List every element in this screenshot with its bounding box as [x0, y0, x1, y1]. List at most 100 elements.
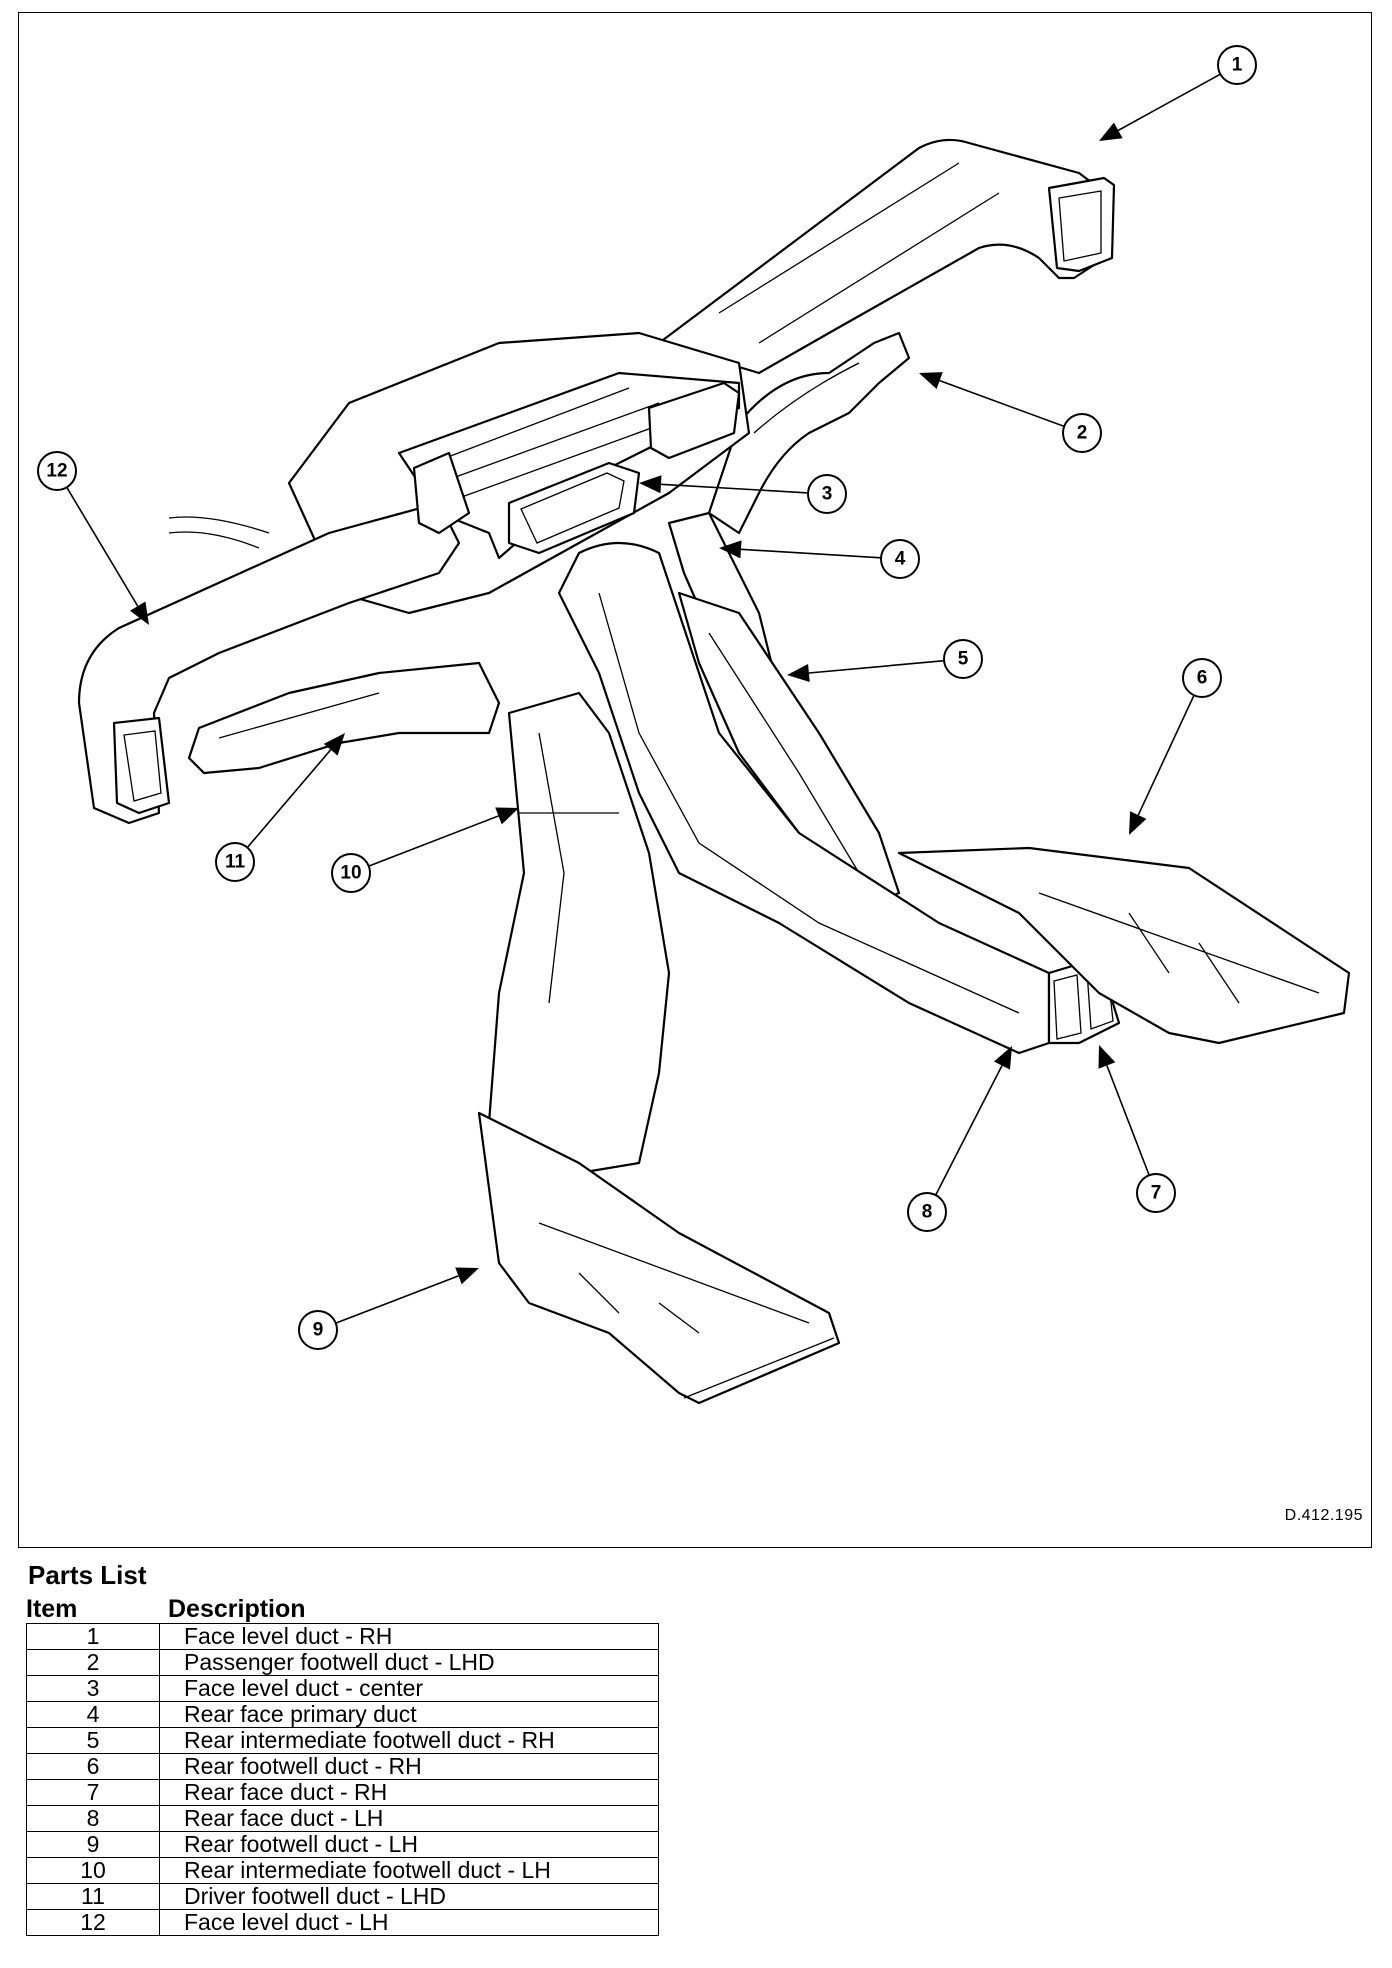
column-header-item: Item — [26, 1595, 78, 1623]
item-description: Rear intermediate footwell duct - RH — [159, 1727, 659, 1754]
item-description: Rear intermediate footwell duct - LH — [159, 1857, 659, 1884]
callout-label-8: 8 — [922, 1202, 933, 1223]
callout-circle-10 — [331, 853, 371, 893]
leader-line-1 — [1117, 73, 1221, 132]
item-number: 8 — [26, 1805, 160, 1832]
item-number: 1 — [26, 1623, 160, 1650]
rear-face-duct-lh — [557, 541, 1051, 1055]
arrowhead-2 — [919, 372, 943, 390]
item-description: Rear face duct - RH — [159, 1779, 659, 1806]
callout-circle-8 — [907, 1192, 947, 1232]
duct-assembly-drawing — [77, 138, 1351, 1405]
item-description: Passenger footwell duct - LHD — [159, 1649, 659, 1676]
callout-circle-12 — [37, 451, 77, 491]
callout-circle-3 — [807, 474, 847, 514]
face-level-duct-lh-outlet — [112, 716, 171, 815]
item-number: 4 — [26, 1701, 160, 1728]
leader-line-4 — [740, 548, 882, 559]
rear-footwell-duct-lh — [477, 1111, 841, 1405]
item-description: Face level duct - RH — [159, 1623, 659, 1650]
item-number: 9 — [26, 1831, 160, 1858]
face-level-duct-center-outlet — [507, 461, 641, 555]
parts-list-title: Parts List — [28, 1560, 147, 1590]
rear-footwell-duct-rh — [897, 846, 1351, 1045]
item-number: 12 — [26, 1909, 160, 1936]
leader-line-8 — [934, 1065, 1003, 1196]
callout-label-4: 4 — [895, 549, 906, 570]
item-description: Rear footwell duct - RH — [159, 1753, 659, 1780]
arrowhead-9 — [455, 1267, 479, 1285]
arrowhead-8 — [993, 1046, 1012, 1070]
leader-line-2 — [939, 379, 1065, 428]
passenger-footwell-duct — [707, 331, 911, 535]
callout-label-7: 7 — [1151, 1183, 1162, 1204]
item-description: Face level duct - center — [159, 1675, 659, 1702]
item-number: 3 — [26, 1675, 160, 1702]
item-number: 7 — [26, 1779, 160, 1806]
item-description: Rear face duct - LH — [159, 1805, 659, 1832]
callout-label-1: 1 — [1232, 55, 1243, 76]
callout-label-9: 9 — [313, 1320, 324, 1341]
drawing-id: D.412.195 — [1284, 1507, 1363, 1524]
item-description: Driver footwell duct - LHD — [159, 1883, 659, 1910]
item-description: Rear footwell duct - LH — [159, 1831, 659, 1858]
callout-circle-4 — [880, 539, 920, 579]
leader-line-11 — [246, 749, 332, 849]
face-level-duct-lh-end — [412, 451, 471, 535]
callout-label-6: 6 — [1197, 668, 1208, 689]
arrowhead-7 — [1098, 1045, 1116, 1069]
callout-label-5: 5 — [958, 649, 969, 670]
leader-line-6 — [1137, 694, 1195, 816]
leader-line-5 — [808, 659, 945, 674]
arrowhead-12 — [129, 601, 149, 625]
arrowhead-10 — [495, 807, 519, 825]
callout-label-2: 2 — [1077, 423, 1088, 444]
arrowhead-4 — [719, 540, 742, 559]
callout-circle-9 — [298, 1310, 338, 1350]
arrowhead-6 — [1129, 811, 1147, 835]
leader-line-10 — [368, 815, 499, 867]
callout-circle-2 — [1062, 413, 1102, 453]
callout-circle-1 — [1217, 45, 1257, 85]
callout-circle-6 — [1182, 658, 1222, 698]
item-description: Rear face primary duct — [159, 1701, 659, 1728]
leader-line-3 — [660, 483, 809, 494]
callout-circle-11 — [215, 842, 255, 882]
driver-footwell-duct — [187, 661, 501, 775]
callout-label-10: 10 — [340, 863, 361, 884]
callout-circle-7 — [1136, 1173, 1176, 1213]
item-number: 5 — [26, 1727, 160, 1754]
callout-label-12: 12 — [46, 461, 67, 482]
item-number: 6 — [26, 1753, 160, 1780]
item-number: 2 — [26, 1649, 160, 1676]
item-description: Face level duct - LH — [159, 1909, 659, 1936]
item-number: 11 — [26, 1883, 160, 1910]
arrowhead-11 — [323, 733, 345, 756]
arrowhead-1 — [1099, 122, 1123, 141]
leader-line-12 — [66, 486, 139, 607]
callout-label-11: 11 — [225, 852, 246, 873]
column-header-description: Description — [168, 1595, 306, 1623]
callout-label-3: 3 — [822, 484, 833, 505]
arrowhead-3 — [639, 475, 662, 494]
face-level-duct-rh-outlet — [1047, 176, 1116, 273]
leader-line-7 — [1106, 1065, 1150, 1176]
parts-list-header: Item Description — [24, 1595, 659, 1623]
item-number: 10 — [26, 1857, 160, 1884]
face-level-duct-rh — [657, 138, 1101, 375]
